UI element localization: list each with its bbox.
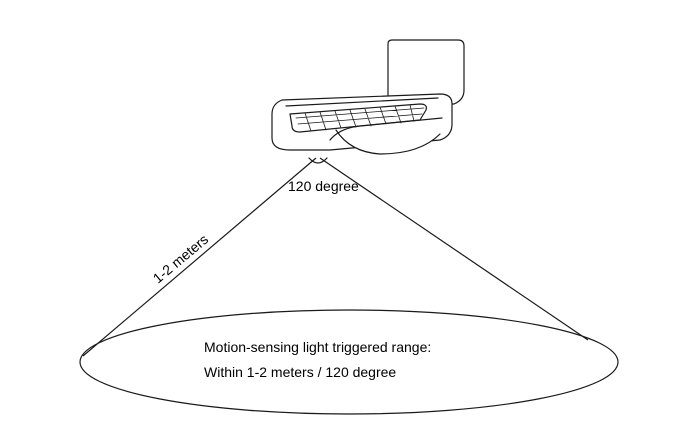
lens-housing	[335, 129, 441, 155]
angle-label: 120 degree	[288, 178, 359, 194]
cone-left-edge	[82, 157, 317, 357]
range-title: Motion-sensing light triggered range:	[204, 339, 431, 355]
range-detail: Within 1-2 meters / 120 degree	[204, 364, 396, 380]
detection-cone	[82, 157, 589, 357]
cone-right-edge	[319, 157, 589, 341]
detection-range-ellipse	[79, 309, 619, 415]
solar-light-icon	[271, 39, 465, 164]
solar-grid	[295, 104, 425, 132]
front-rim	[329, 117, 443, 141]
distance-label: 1-2 meters	[150, 231, 212, 286]
panel-top-edge	[285, 97, 439, 107]
